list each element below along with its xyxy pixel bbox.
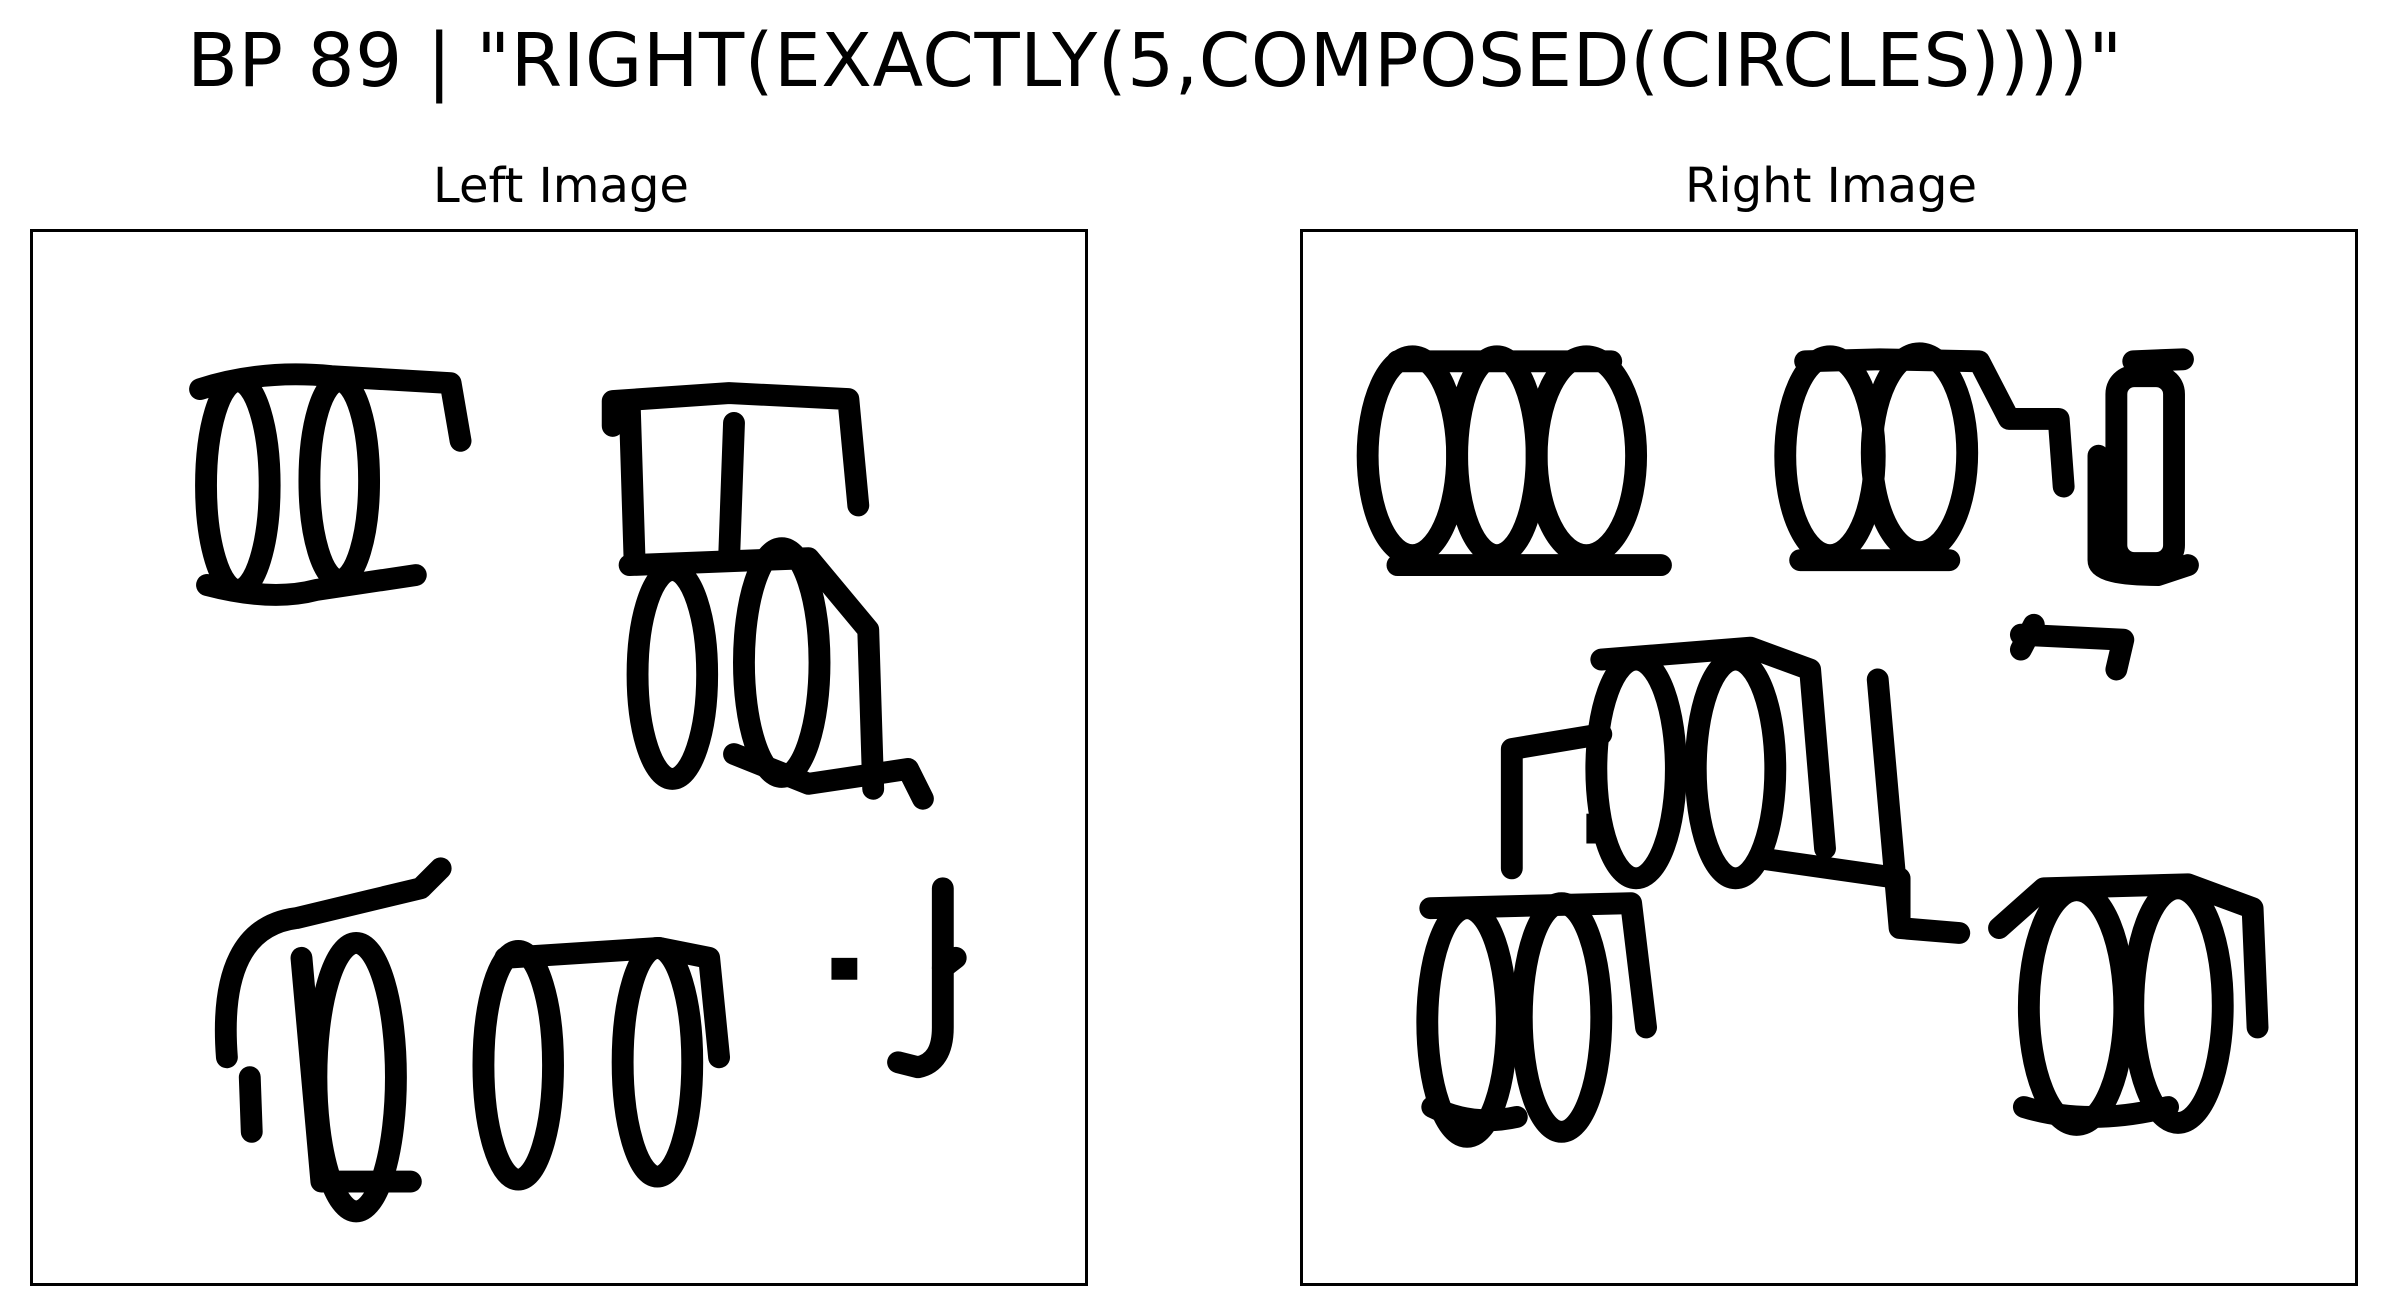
right-shape-middle [1500,636,1971,944]
right-shape-top-middle [1774,342,2075,572]
right-blob [1586,813,1609,844]
left-shape-top-left [189,363,472,606]
right-shape-bottom-left [1416,892,1657,1148]
left-image-panel [30,229,1088,1286]
right-shape-dash [2009,613,2135,681]
page-title: BP 89 | "RIGHT(EXACTLY(5,COMPOSED(CIRCLE… [187,18,2123,104]
left-shape-bottom-left [214,857,731,1223]
left-dot [831,957,858,980]
left-panel-title: Left Image [433,158,689,214]
right-shape-top-right [2087,348,2199,586]
left-shape-bottom-right [887,877,967,1079]
right-image-panel [1300,229,2358,1286]
right-shape-top-left [1356,345,1672,577]
right-panel-title: Right Image [1685,158,1977,214]
left-image-canvas [189,363,967,1223]
right-image-canvas [1356,342,2269,1148]
right-shape-bottom-right [1988,873,2269,1136]
left-shape-top-middle [601,382,934,810]
